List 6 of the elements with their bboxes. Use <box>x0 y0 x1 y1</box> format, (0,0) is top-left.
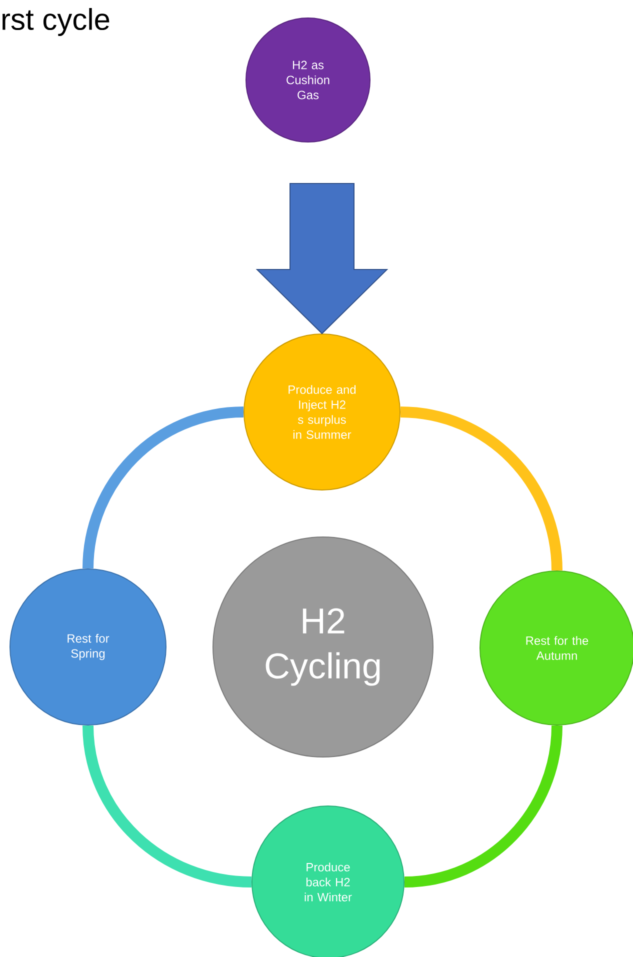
ring-arc <box>404 725 562 888</box>
ring-arc <box>82 406 244 569</box>
ring-arc <box>82 725 252 888</box>
title: rst cycle <box>2 8 110 36</box>
ring-arc <box>400 406 562 571</box>
block-arrow <box>256 183 388 334</box>
